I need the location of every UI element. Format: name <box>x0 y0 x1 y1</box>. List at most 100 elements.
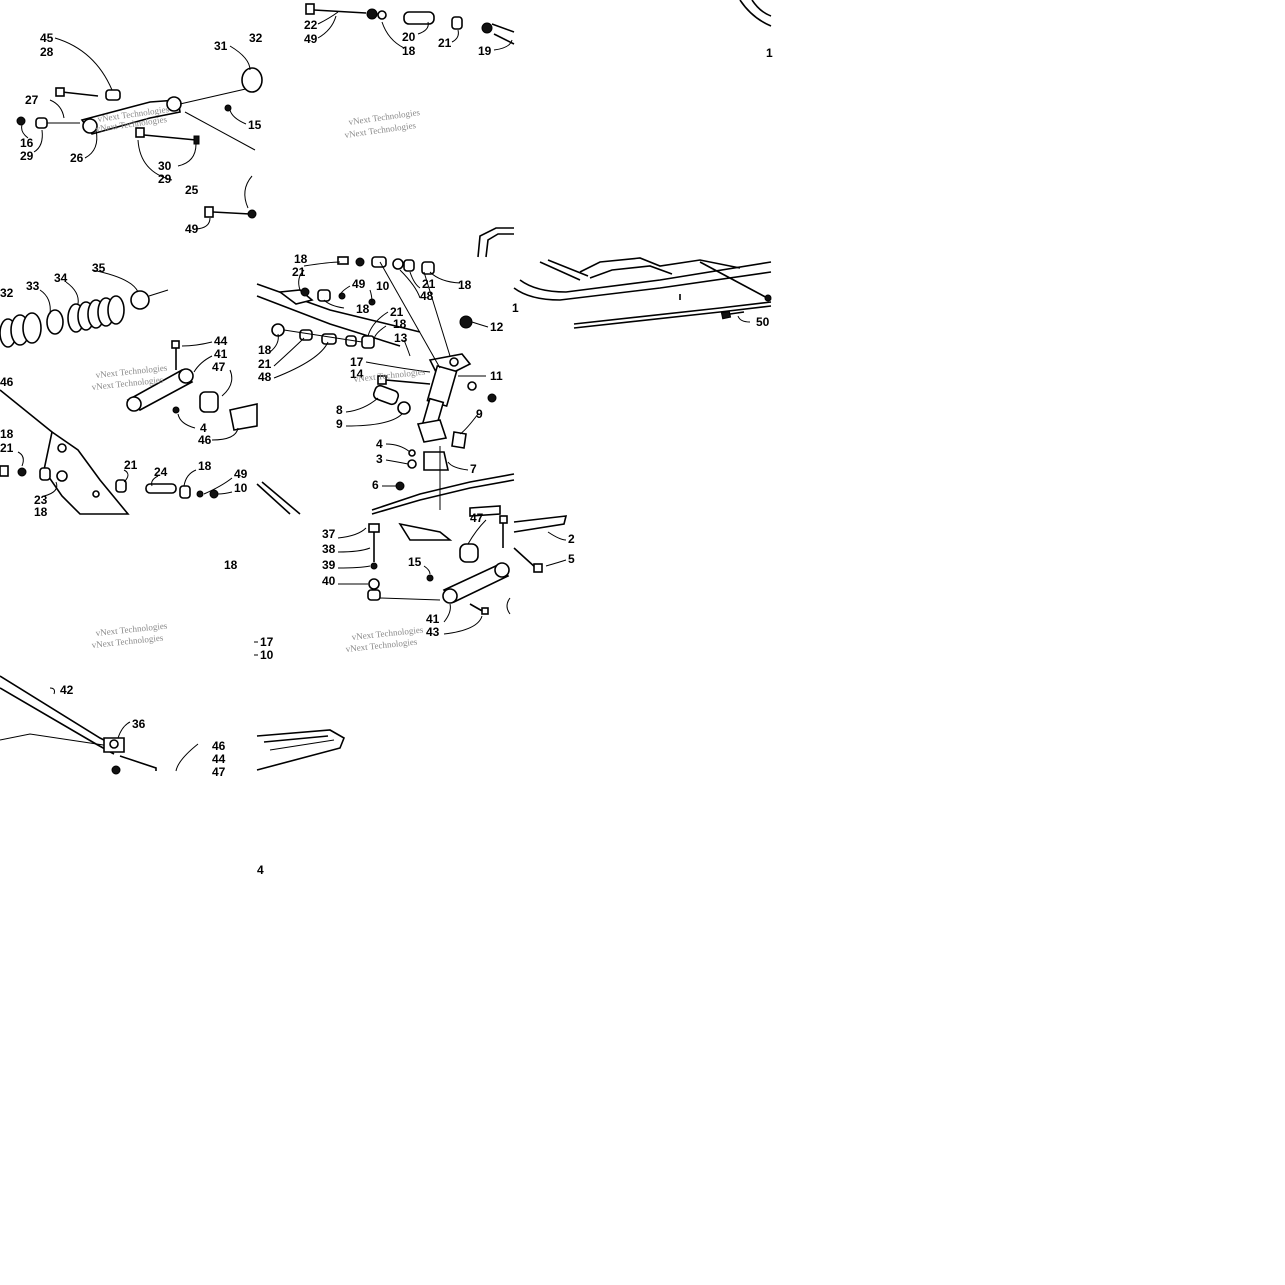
callout-39: 39 <box>322 558 336 572</box>
callout-25: 25 <box>185 183 199 197</box>
callout-18: 18 <box>294 252 308 266</box>
washer-icon <box>16 116 26 126</box>
washer-icon <box>426 574 434 582</box>
callout-49: 49 <box>185 222 199 236</box>
callout-10: 10 <box>234 481 248 495</box>
callout-41: 41 <box>426 612 440 626</box>
washer-icon <box>397 401 411 415</box>
callout-24: 24 <box>154 465 168 479</box>
pivot-arm-icon <box>442 562 510 604</box>
callout-21: 21 <box>292 265 306 279</box>
washer-icon <box>467 381 477 391</box>
washer-icon <box>764 294 772 302</box>
callout-4: 4 <box>200 421 207 435</box>
callout-10: 10 <box>376 279 390 293</box>
bolt-icon <box>499 515 508 548</box>
washer-icon <box>407 459 417 469</box>
callout-10: 10 <box>260 648 274 662</box>
callout-46: 46 <box>0 375 14 389</box>
bushing-icon <box>337 256 349 265</box>
bushing-icon <box>317 289 331 302</box>
callout-15: 15 <box>248 118 262 132</box>
callout-15: 15 <box>408 555 422 569</box>
callout-13: 13 <box>394 331 408 345</box>
bolt-icon <box>305 3 367 15</box>
callout-37: 37 <box>322 527 336 541</box>
ski-runner-icon <box>513 257 772 329</box>
bolt-icon <box>469 603 489 615</box>
callout-49: 49 <box>304 32 318 46</box>
bushing-icon <box>35 117 48 129</box>
washer-icon <box>130 290 150 310</box>
callout-46: 46 <box>198 433 212 447</box>
bushing-icon <box>367 589 381 601</box>
pivot-arm-icon <box>80 96 182 135</box>
washer-icon <box>241 67 263 93</box>
callout-48: 48 <box>420 289 434 303</box>
callout-30: 30 <box>158 159 172 173</box>
callout-4: 4 <box>257 863 264 877</box>
callout-49: 49 <box>234 467 248 481</box>
callout-28: 28 <box>40 45 54 59</box>
callout-8: 8 <box>336 403 343 417</box>
coil-spring-icon <box>0 295 125 348</box>
washer-icon <box>366 8 378 20</box>
callout-4: 4 <box>376 437 383 451</box>
bushing-icon <box>179 485 191 499</box>
callout-43: 43 <box>426 625 440 639</box>
washer-icon <box>17 467 27 477</box>
callout-38: 38 <box>322 542 336 556</box>
callout-21: 21 <box>390 305 404 319</box>
callout-31: 31 <box>214 39 228 53</box>
callout-17: 17 <box>260 635 274 649</box>
washer-icon <box>487 393 497 403</box>
callout-19: 19 <box>478 44 492 58</box>
tile-top-center: 22 49 20 18 21 19 vNext Technologies vNe… <box>304 3 515 140</box>
callout-7: 7 <box>470 462 477 476</box>
callout-18: 18 <box>224 558 238 572</box>
callout-18: 18 <box>34 505 48 519</box>
callout-32: 32 <box>249 31 263 45</box>
callout-21: 21 <box>422 277 436 291</box>
callout-3: 3 <box>376 452 383 466</box>
callout-40: 40 <box>322 574 336 588</box>
tile-top-left: 45 28 31 32 27 15 16 29 26 30 29 25 49 v… <box>16 31 263 236</box>
callout-29: 29 <box>20 149 34 163</box>
callout-11: 11 <box>490 369 503 383</box>
pivot-arm-icon <box>126 368 194 412</box>
callout-29: 29 <box>158 172 172 186</box>
callout-45: 45 <box>40 31 54 45</box>
bushing-icon <box>105 89 121 101</box>
callout-34: 34 <box>54 271 68 285</box>
callout-18: 18 <box>0 427 14 441</box>
callout-18: 18 <box>402 44 416 58</box>
washer-icon <box>355 257 365 267</box>
washer-icon <box>377 10 387 20</box>
callout-6: 6 <box>372 478 379 492</box>
bolt-icon <box>368 523 380 562</box>
bolt-icon <box>377 375 431 385</box>
bushing-icon <box>39 467 51 481</box>
washer-icon <box>370 562 378 570</box>
callout-23: 23 <box>34 493 48 507</box>
callout-47: 47 <box>212 765 226 779</box>
callout-17: 17 <box>350 355 364 369</box>
bushing-icon <box>145 483 177 494</box>
callout-44: 44 <box>212 752 226 766</box>
callout-27: 27 <box>25 93 39 107</box>
callout-2: 2 <box>568 532 575 546</box>
callout-47: 47 <box>470 511 484 525</box>
bushing-icon <box>372 384 400 406</box>
bolt-icon <box>513 547 543 573</box>
callout-18: 18 <box>258 343 272 357</box>
bushing-icon <box>361 335 375 349</box>
callout-21: 21 <box>438 36 452 50</box>
callout-18: 18 <box>356 302 370 316</box>
callout-26: 26 <box>70 151 84 165</box>
washer-icon <box>459 315 473 329</box>
tile-lower-center: 4 <box>256 729 346 877</box>
bushing-icon <box>321 333 337 345</box>
callout-1: 1 <box>512 301 519 315</box>
bushing-icon <box>403 11 435 25</box>
